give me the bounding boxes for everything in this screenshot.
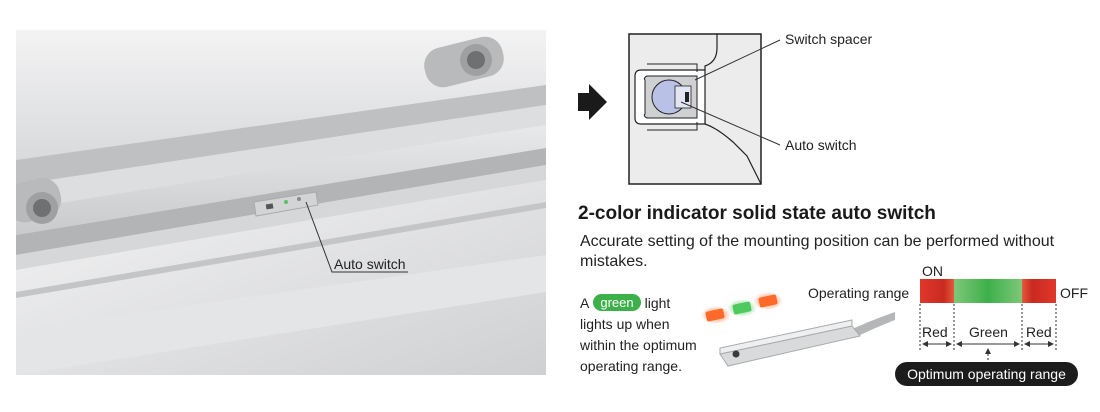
indicator-segment-green <box>954 279 1022 303</box>
rail-illustration <box>16 30 546 375</box>
arrow-right-icon <box>578 84 607 120</box>
segment-label-red-right: Red <box>1026 324 1052 340</box>
off-label: OFF <box>1060 285 1088 301</box>
auto-switch-callout: Auto switch <box>334 256 406 272</box>
note-line-4: operating range. <box>580 358 682 374</box>
section-description: Accurate setting of the mounting positio… <box>580 233 1055 270</box>
note-line-2: lights up when <box>580 316 670 332</box>
product-photo: Auto switch <box>16 30 546 375</box>
operating-range-label: Operating range <box>808 285 910 301</box>
switch-spacer-label: Switch spacer <box>785 31 873 47</box>
cross-section-diagram <box>628 33 781 185</box>
segment-label-green: Green <box>969 324 1008 340</box>
segment-label-red-left: Red <box>922 324 948 340</box>
auto-switch-label: Auto switch <box>785 137 857 153</box>
range-dimension-lines <box>919 304 1057 360</box>
auto-switch-product-image <box>701 292 895 367</box>
section-heading: 2-color indicator solid state auto switc… <box>578 203 936 224</box>
note-line-3: within the optimum <box>580 337 697 353</box>
green-badge: green <box>593 294 641 311</box>
optimum-operating-range-badge: Optimum operating range <box>895 362 1078 386</box>
indicator-segment-red-left <box>920 279 954 303</box>
on-label: ON <box>922 263 943 279</box>
indicator-segment-red-right <box>1022 279 1056 303</box>
